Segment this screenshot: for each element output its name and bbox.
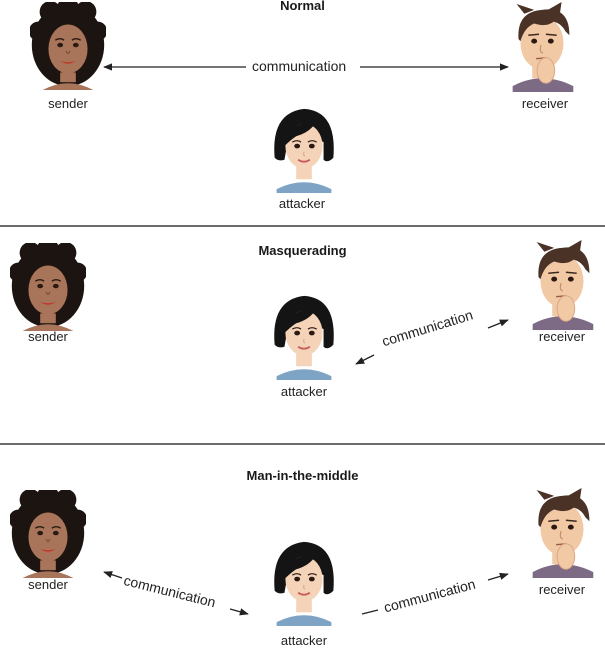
attacker-avatar-mitm [273, 540, 335, 626]
attacker-label-masquerading: attacker [280, 384, 328, 399]
sender-label-mitm: sender [28, 577, 68, 592]
panel-title-masquerading: Masquerading [258, 243, 347, 258]
receiver-label-mitm: receiver [538, 582, 586, 597]
receiver-label-masquerading: receiver [538, 329, 586, 344]
communication-label-mitm-right: communication [382, 575, 478, 616]
communication-label-masquerading: communication [380, 306, 475, 350]
panel-title-mitm: Man-in-the-middle [246, 468, 359, 483]
receiver-avatar-mitm [531, 488, 595, 578]
sender-avatar-masquerading [10, 243, 86, 332]
sender-label-normal: sender [48, 96, 88, 111]
communication-label-mitm-left: communication [122, 572, 218, 611]
attacker-label-mitm: attacker [280, 633, 328, 648]
receiver-label-normal: receiver [521, 96, 569, 111]
panel-divider [0, 443, 605, 445]
sender-label-masquerading: sender [28, 329, 68, 344]
receiver-avatar-masquerading [531, 240, 595, 330]
sender-avatar-mitm [10, 490, 86, 579]
attacker-label-normal: attacker [278, 196, 326, 211]
receiver-avatar-normal [511, 2, 575, 92]
panel-divider [0, 225, 605, 227]
panel-title-normal: Normal [280, 0, 325, 13]
attacker-avatar-normal [273, 107, 335, 193]
sender-avatar-normal [30, 2, 106, 91]
communication-label-normal: communication [252, 58, 347, 74]
attacker-avatar-masquerading [273, 294, 335, 380]
